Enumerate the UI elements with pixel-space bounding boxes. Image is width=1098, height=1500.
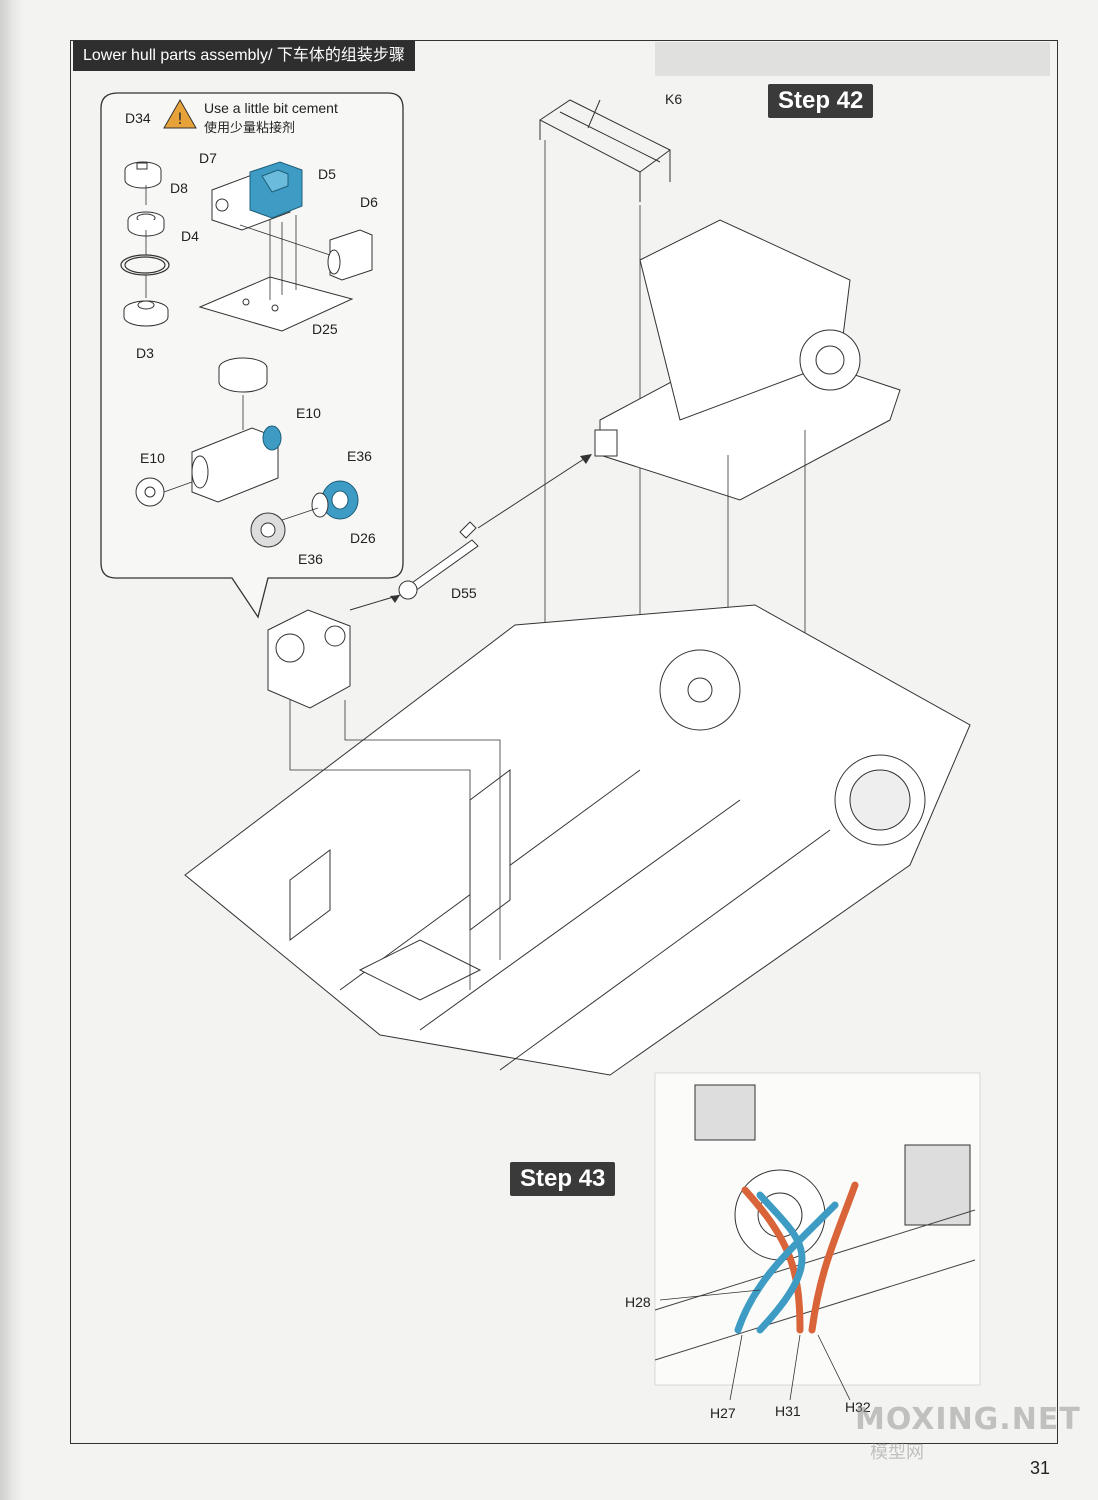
part-e36-gear-drawing (250, 512, 286, 548)
part-d5-highlight (249, 161, 303, 219)
hull-leader-lines (289, 700, 501, 990)
part-label-d7: D7 (199, 150, 217, 166)
part-d4-drawing (120, 254, 170, 276)
bleed-through-shadow (655, 42, 1050, 76)
lower-hull-drawing (184, 604, 971, 1076)
watermark-brand: MOXING.NET (855, 1402, 1081, 1437)
part-label-e10-left: E10 (140, 450, 165, 466)
part-label-d8: D8 (170, 180, 188, 196)
part-label-e10-upper: E10 (296, 405, 321, 421)
final-drive-drawing (267, 609, 351, 709)
page-frame (70, 40, 1058, 1444)
part-label-e36-lower: E36 (298, 551, 323, 567)
part-e10-highlight (262, 425, 282, 451)
part-label-h28: H28 (625, 1294, 651, 1310)
part-label-h31: H31 (775, 1403, 801, 1419)
part-label-d34: D34 (125, 110, 151, 126)
part-k6-drawing (539, 99, 671, 202)
part-d8-drawing (127, 211, 165, 237)
part-label-e36-upper: E36 (347, 448, 372, 464)
step43-leader-lines (659, 1289, 851, 1401)
part-e36-highlight (321, 480, 359, 520)
step43-inset (654, 1072, 981, 1386)
cement-note-en: Use a little bit cement (204, 100, 338, 116)
part-label-d55: D55 (451, 585, 477, 601)
part-d3-drawing (123, 300, 169, 327)
watermark-cn: 模型网 (870, 1442, 924, 1462)
part-d26-drawing (311, 492, 329, 518)
part-d25-drawing (198, 276, 354, 332)
part-e10-housing-drawing (191, 427, 279, 503)
part-label-h27: H27 (710, 1405, 736, 1421)
part-label-d4: D4 (181, 228, 199, 244)
cement-note-cn: 使用少量粘接剂 (204, 120, 296, 135)
warning-icon: ! (163, 99, 197, 129)
part-label-h32: H32 (845, 1399, 871, 1415)
part-d6-drawing (327, 229, 373, 281)
page-binding-edge (0, 0, 24, 1500)
svg-text:!: ! (177, 109, 183, 128)
step-43-badge: Step 43 (510, 1162, 616, 1196)
part-label-d3: D3 (136, 345, 154, 361)
part-label-d6: D6 (360, 194, 378, 210)
part-label-k6: K6 (665, 91, 683, 107)
part-d34-drawing (124, 161, 162, 189)
part-label-d5: D5 (318, 166, 336, 182)
step-42-badge: Step 42 (768, 84, 874, 118)
part-e10-disc (135, 477, 165, 507)
part-rotor-drawing (218, 357, 268, 393)
part-label-d26: D26 (350, 530, 376, 546)
part-label-d25: D25 (312, 321, 338, 337)
page-number: 31 (1030, 1458, 1051, 1478)
transmission-drawing (594, 219, 901, 501)
part-d55-drawing (398, 521, 479, 600)
section-title: Lower hull parts assembly/ 下车体的组装步骤 (73, 41, 415, 71)
